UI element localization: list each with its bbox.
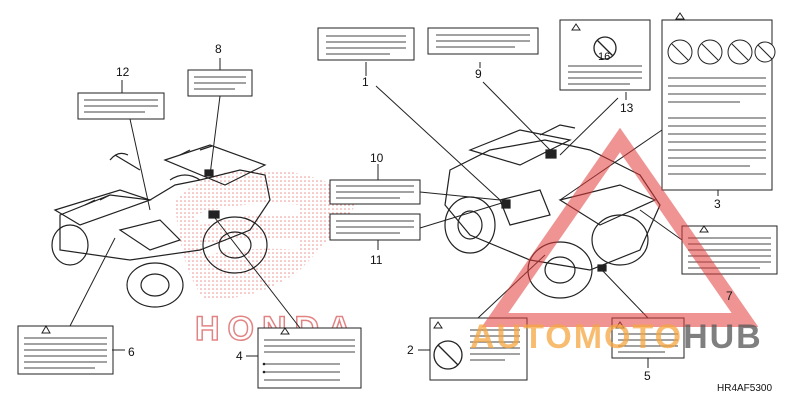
part-code: HR4AF5300 [717, 383, 772, 394]
callout-2: 2 [407, 343, 414, 357]
callout-1: 1 [362, 75, 369, 89]
label-box-4 [257, 327, 362, 389]
label-box-12 [77, 92, 165, 120]
label-box-3 [661, 12, 776, 191]
label-box-16 [559, 19, 651, 91]
label-box-10 [329, 179, 421, 205]
callout-7: 7 [726, 289, 733, 303]
callout-5: 5 [644, 369, 651, 383]
callout-3: 3 [714, 197, 721, 211]
callout-4: 4 [236, 349, 243, 363]
label-box-9 [427, 27, 539, 55]
callout-9: 9 [475, 67, 482, 81]
callout-13: 13 [620, 101, 634, 115]
atv-left-illustration [51, 144, 271, 308]
callout-8: 8 [215, 42, 222, 56]
label-box-1 [317, 27, 415, 61]
callout-12: 12 [116, 65, 130, 79]
label-box-8 [187, 69, 253, 97]
callout-16: 16 [598, 51, 610, 63]
leader-lines [69, 58, 719, 368]
label-box-11 [329, 213, 421, 241]
watermark-primary: AUTOMOTO [470, 318, 684, 356]
watermark-triangle [481, 127, 759, 327]
callout-10: 10 [370, 151, 384, 165]
watermark-text: AUTOMOTOHUB [470, 318, 763, 357]
atv-right-illustration [444, 124, 661, 299]
watermark-secondary: HUB [683, 318, 763, 356]
label-box-6 [17, 324, 114, 375]
callout-11: 11 [370, 253, 383, 267]
label-box-2 [429, 317, 528, 381]
callout-6: 6 [128, 345, 135, 359]
